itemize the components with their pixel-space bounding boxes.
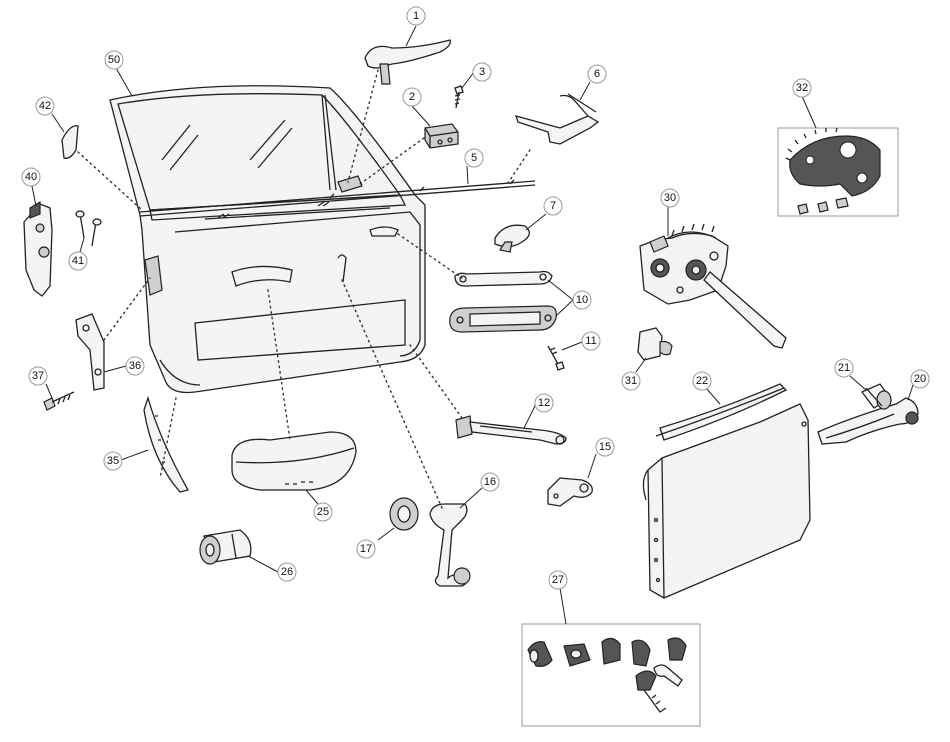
callout-2: 2 (402, 87, 422, 107)
svg-text:12: 12 (538, 397, 550, 409)
svg-text:2: 2 (409, 91, 415, 103)
svg-text:6: 6 (594, 68, 600, 80)
svg-text:40: 40 (25, 171, 37, 183)
part-10-armrest-brackets (449, 270, 557, 333)
callout-31: 31 (621, 371, 641, 391)
callout-32: 32 (792, 78, 812, 98)
part-27-lock-and-key-set-box (521, 623, 701, 727)
part-32-regulator-gear-plate-box (777, 127, 899, 217)
part-20-door-hinge-arm (817, 397, 919, 445)
callout-50: 50 (104, 50, 124, 70)
callout-30: 30 (660, 188, 680, 208)
svg-text:7: 7 (550, 200, 556, 212)
part-7-inner-handle-escutcheon (494, 224, 530, 253)
part-12-door-check-strap (455, 415, 567, 445)
part-25-armrest (231, 431, 357, 491)
part-16-window-winder-handle (429, 503, 471, 587)
svg-text:31: 31 (625, 375, 637, 387)
part-36-striker-plate (75, 313, 105, 391)
callout-15: 15 (595, 437, 615, 457)
svg-text:16: 16 (484, 476, 496, 488)
svg-text:41: 41 (72, 255, 84, 267)
callout-40: 40 (21, 167, 41, 187)
part-41-screws (75, 210, 102, 247)
svg-text:35: 35 (107, 455, 119, 467)
svg-text:27: 27 (552, 574, 564, 586)
part-30-window-regulator (639, 223, 787, 349)
part-40-door-lock (23, 200, 53, 297)
callout-3: 3 (472, 62, 492, 82)
callout-7: 7 (543, 196, 563, 216)
svg-text:50: 50 (108, 54, 120, 66)
svg-text:32: 32 (796, 82, 808, 94)
svg-text:42: 42 (39, 100, 51, 112)
dotted-assembly-lines (77, 69, 531, 509)
svg-text:3: 3 (479, 66, 485, 78)
callout-26: 26 (277, 562, 297, 582)
svg-text:25: 25 (317, 506, 329, 518)
part-42-clip (61, 125, 79, 159)
callout-1: 1 (406, 6, 426, 26)
svg-text:11: 11 (585, 335, 596, 347)
callout-25: 25 (313, 502, 333, 522)
part-11-screw (547, 345, 565, 371)
part-31-pivot-block (637, 327, 673, 361)
svg-text:30: 30 (664, 192, 676, 204)
part-1-outer-door-handle (364, 39, 451, 85)
callout-6: 6 (587, 64, 607, 84)
part-37-screw (43, 391, 75, 411)
svg-text:37: 37 (32, 370, 44, 382)
callout-36: 36 (125, 356, 145, 376)
svg-text:17: 17 (360, 543, 372, 555)
callout-35: 35 (103, 451, 123, 471)
callout-16: 16 (480, 472, 500, 492)
door-shell (109, 85, 426, 394)
callout-12: 12 (534, 393, 554, 413)
part-17-winder-escutcheon (389, 497, 419, 531)
callout-20: 20 (910, 369, 930, 389)
svg-text:1: 1 (413, 10, 419, 22)
callout-21: 21 (834, 358, 854, 378)
callout-27: 27 (548, 570, 568, 590)
callout-41: 41 (68, 251, 88, 271)
part-2-lock-pawl-block (424, 123, 459, 149)
svg-text:26: 26 (281, 566, 293, 578)
part-3-screw (454, 85, 464, 109)
callout-17: 17 (356, 539, 376, 559)
part-6-glass-channel-bracket (514, 93, 600, 145)
callouts: 1 2 3 5 6 7 10 11 12 15 16 17 20 21 22 2… (21, 6, 930, 625)
callout-5: 5 (464, 148, 484, 168)
svg-text:10: 10 (576, 294, 588, 306)
part-15-stop-bracket (547, 477, 593, 507)
svg-text:21: 21 (838, 362, 850, 374)
callout-10: 10 (572, 290, 592, 310)
svg-text:36: 36 (129, 360, 141, 372)
part-22-door-skin-panel (642, 383, 811, 599)
svg-text:22: 22 (696, 375, 708, 387)
part-26-bush (199, 529, 252, 565)
svg-text:20: 20 (914, 373, 926, 385)
part-5-waist-strip (139, 179, 536, 217)
callout-42: 42 (35, 96, 55, 116)
callout-22: 22 (692, 371, 712, 391)
svg-text:15: 15 (599, 441, 611, 453)
part-21-hinge-pin (860, 383, 892, 410)
callout-37: 37 (28, 366, 48, 386)
callout-11: 11 (581, 331, 601, 351)
svg-text:5: 5 (471, 152, 477, 164)
part-35-door-seal (143, 395, 189, 493)
